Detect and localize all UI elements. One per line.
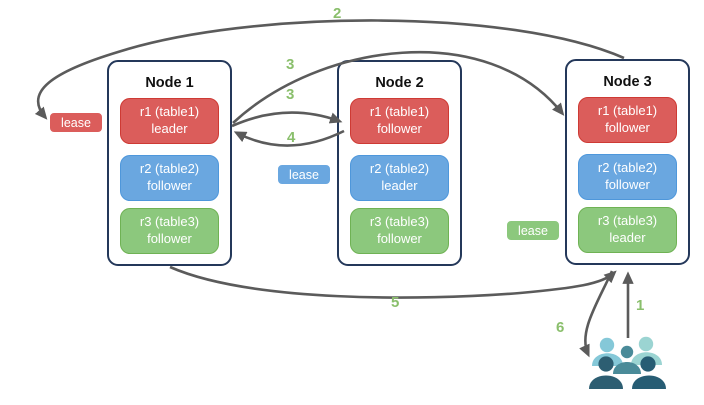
- node-3-box: Node 3 r1 (table1) follower r2 (table2) …: [565, 59, 690, 265]
- replica-role: leader: [609, 230, 646, 245]
- replica-range: r3 (table3): [597, 213, 658, 229]
- node-2-replica-r2: r2 (table2) leader: [350, 155, 449, 201]
- replica-role: leader: [381, 178, 418, 193]
- replica-range: r3 (table3): [369, 214, 430, 230]
- replica-range: r2 (table2): [139, 161, 200, 177]
- replica-range: r2 (table2): [369, 161, 430, 177]
- replica-role: follower: [605, 177, 650, 192]
- node-3-title: Node 3: [603, 74, 652, 90]
- node-3-replica-r1: r1 (table1) follower: [578, 97, 677, 143]
- arrow-step-5-forward: [169, 265, 617, 299]
- node-2-title: Node 2: [375, 75, 424, 91]
- user-front-left-head: [598, 356, 614, 372]
- replica-range: r2 (table2): [597, 160, 658, 176]
- node-1-replica-r1: r1 (table1) leader: [120, 98, 219, 144]
- node-3-replica-r3: r3 (table3) leader: [578, 207, 677, 253]
- replica-role: follower: [147, 231, 192, 246]
- replica-range: r1 (table1): [597, 103, 658, 119]
- step-label-5: 5: [391, 294, 400, 311]
- lease-tag-table2: lease: [277, 164, 331, 185]
- step-label-1: 1: [636, 297, 645, 314]
- lease-tag-table3: lease: [506, 220, 560, 241]
- step-label-3a: 3: [286, 56, 295, 73]
- user-front-right-body: [632, 375, 666, 389]
- node-2-replica-r1: r1 (table1) follower: [350, 98, 449, 144]
- replica-range: r1 (table1): [139, 104, 200, 120]
- step-label-4: 4: [287, 129, 296, 146]
- replica-role: follower: [377, 231, 422, 246]
- node-3-replica-r2: r2 (table2) follower: [578, 154, 677, 200]
- arrow-step-3-replicate-node2: [231, 111, 343, 128]
- replica-role: follower: [605, 120, 650, 135]
- user-back-right-head: [638, 336, 654, 352]
- replica-range: r1 (table1): [369, 104, 430, 120]
- replica-role: follower: [377, 121, 422, 136]
- node-1-replica-r3: r3 (table3) follower: [120, 208, 219, 254]
- users-icon: [589, 336, 666, 389]
- replica-role: follower: [147, 178, 192, 193]
- replica-range: r3 (table3): [139, 214, 200, 230]
- step-label-2: 2: [333, 5, 342, 22]
- node-1-replica-r2: r2 (table2) follower: [120, 155, 219, 201]
- replica-role: leader: [151, 121, 188, 136]
- lease-tag-table1: lease: [49, 112, 103, 133]
- user-center-body: [613, 362, 641, 374]
- node-2-box: Node 2 r1 (table1) follower r2 (table2) …: [337, 60, 462, 266]
- user-front-right-head: [640, 356, 656, 372]
- user-back-right-body: [631, 352, 662, 365]
- node-1-box: Node 1 r1 (table1) leader r2 (table2) fo…: [107, 60, 232, 266]
- user-back-left-head: [599, 337, 615, 353]
- step-label-3b: 3: [286, 86, 295, 103]
- user-center-head: [620, 345, 634, 359]
- node-1-title: Node 1: [145, 75, 194, 91]
- user-back-left-body: [592, 353, 623, 366]
- node-2-replica-r3: r3 (table3) follower: [350, 208, 449, 254]
- user-front-left-body: [589, 375, 623, 389]
- arrow-step-6-response: [579, 270, 614, 358]
- step-label-6: 6: [556, 319, 565, 336]
